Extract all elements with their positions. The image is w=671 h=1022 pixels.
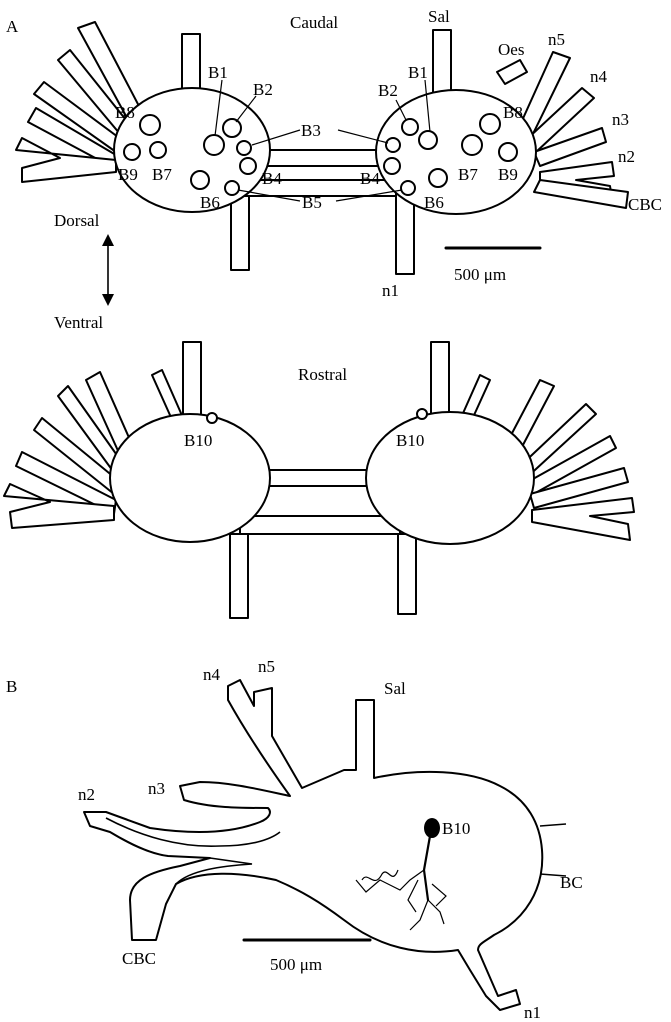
label-oes: Oes [498, 40, 524, 59]
label-dorsal: Dorsal [54, 211, 100, 230]
label-n1: n1 [382, 281, 399, 300]
label-right-b9: B9 [498, 165, 518, 184]
left-b5-cell [225, 181, 239, 195]
label-cbc: CBC [628, 195, 662, 214]
label-left-b8: B8 [115, 103, 135, 122]
caudal-title: Caudal [290, 13, 338, 32]
label-ventral: Ventral [54, 313, 103, 332]
left-b2-cell [223, 119, 241, 137]
left-b8-cell [140, 115, 160, 135]
label-b-n2: n2 [78, 785, 95, 804]
label-left-b7: B7 [152, 165, 172, 184]
right-b3-cell [386, 138, 400, 152]
right-b6-cell [429, 169, 447, 187]
left-b6-cell [191, 171, 209, 189]
left-b1-cell [204, 135, 224, 155]
bc-nerve-stub [540, 824, 566, 876]
label-right-b8: B8 [503, 103, 523, 122]
right-b4-cell [384, 158, 400, 174]
label-b-n1: n1 [524, 1003, 541, 1022]
left-b4-cell [240, 158, 256, 174]
rostral-title: Rostral [298, 365, 347, 384]
label-b-n3: n3 [148, 779, 165, 798]
rostral-ventral-commissure [240, 516, 400, 534]
label-left-b1: B1 [208, 63, 228, 82]
panel-a-caudal: A Caudal [6, 7, 662, 332]
label-b-sal: Sal [384, 679, 406, 698]
rostral-dorsal-commissure [264, 470, 372, 486]
panel-b-label: B [6, 677, 17, 696]
left-b3-cell [237, 141, 251, 155]
label-n4: n4 [590, 67, 608, 86]
rostral-left-n1 [230, 534, 248, 618]
right-b1-cell [419, 131, 437, 149]
left-b9-cell-a [124, 144, 140, 160]
panel-a-rostral: Rostral B10 B10 [4, 342, 634, 618]
b10-soma [424, 818, 440, 838]
label-b-n4: n4 [203, 665, 221, 684]
label-right-b4: B4 [360, 169, 380, 188]
label-n2: n2 [618, 147, 635, 166]
dorsal-commissure [252, 150, 392, 166]
label-n3: n3 [612, 110, 629, 129]
label-left-b9: B9 [118, 165, 138, 184]
rostral-left-b10-cell [207, 413, 217, 423]
label-right-b6: B6 [424, 193, 444, 212]
label-right-b7: B7 [458, 165, 478, 184]
label-sal: Sal [428, 7, 450, 26]
panel-b: B n4 n5 Sal n3 n2 B10 BC CBC n1 500 μm [6, 657, 583, 1022]
right-b7-cell-a [462, 135, 482, 155]
label-right-b1: B1 [408, 63, 428, 82]
panel-a-label: A [6, 17, 19, 36]
label-b-bc: BC [560, 873, 583, 892]
label-n5: n5 [548, 30, 565, 49]
scale-label-b: 500 μm [270, 955, 322, 974]
right-oes-nerve [497, 60, 527, 84]
right-b2-cell [402, 119, 418, 135]
label-left-b6: B6 [200, 193, 220, 212]
rostral-right-ganglion [366, 412, 534, 544]
label-b-n5: n5 [258, 657, 275, 676]
rostral-right-b10-cell [417, 409, 427, 419]
left-nerve-cbc [16, 138, 116, 182]
label-rostral-left-b10: B10 [184, 431, 212, 450]
rostral-right-n1 [398, 534, 416, 614]
scale-label-a: 500 μm [454, 265, 506, 284]
label-left-b4: B4 [262, 169, 282, 188]
label-left-b2: B2 [253, 80, 273, 99]
dorsal-ventral-arrow [102, 234, 114, 306]
left-b7-cell [150, 142, 166, 158]
right-b9-cell [499, 143, 517, 161]
label-right-b2: B2 [378, 81, 398, 100]
right-b8-cell [480, 114, 500, 134]
label-b-b10: B10 [442, 819, 470, 838]
label-b-cbc: CBC [122, 949, 156, 968]
label-rostral-right-b10: B10 [396, 431, 424, 450]
label-b5: B5 [302, 193, 322, 212]
label-b3: B3 [301, 121, 321, 140]
right-b5-cell [401, 181, 415, 195]
